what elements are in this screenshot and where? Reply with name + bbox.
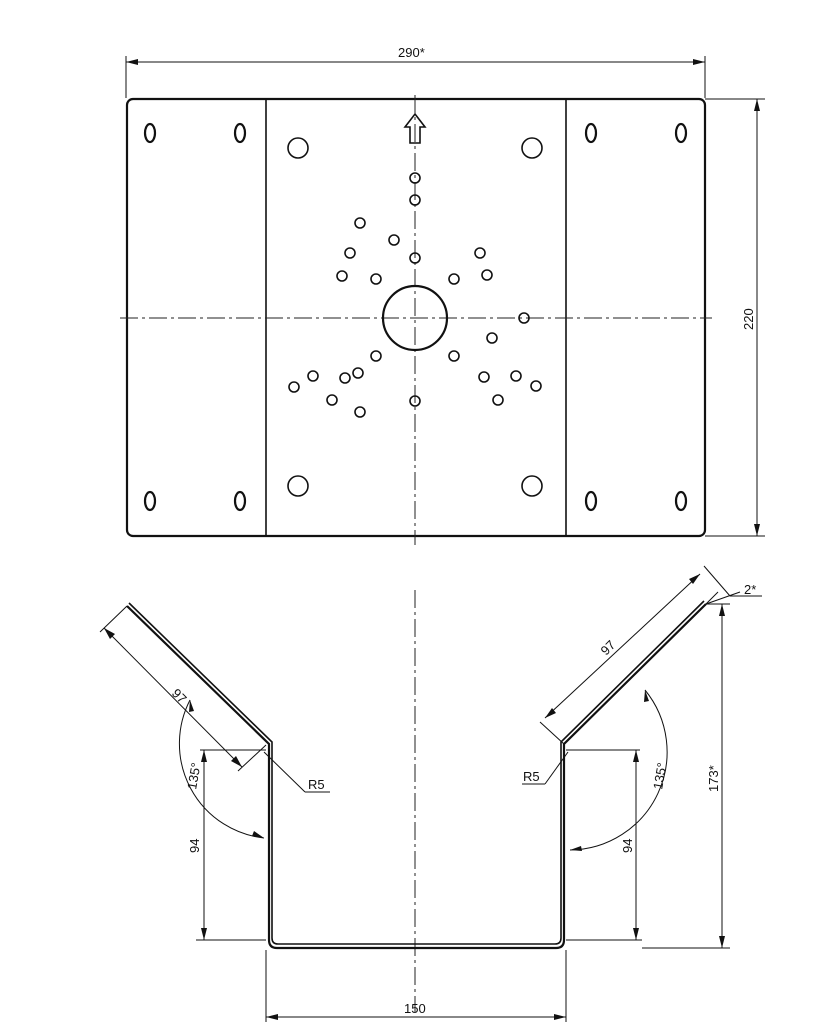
dim-thickness: 2*: [703, 565, 762, 605]
flange-slots: [143, 122, 688, 512]
dim-right-wall: 94: [566, 749, 642, 941]
dimension-height-220: 220: [705, 98, 765, 537]
bracket-profile-outer: [126, 603, 707, 950]
dim-right-radius-label: R5: [523, 769, 540, 784]
small-hole-pattern: [288, 172, 542, 418]
dim-left-flange-label: 97: [169, 686, 190, 707]
dim-left-angle: 135°: [178, 699, 265, 839]
dim-right-angle: 135°: [569, 689, 670, 851]
dim-width-label: 290*: [398, 45, 425, 60]
side-view: 97 97 2* 135°: [99, 565, 762, 1022]
dim-left-angle-label: 135°: [184, 761, 203, 790]
dim-thickness-label: 2*: [744, 582, 756, 597]
dim-left-radius: R5: [263, 751, 330, 793]
dim-left-wall-label: 94: [187, 839, 202, 853]
dimension-width-290: 290*: [125, 45, 706, 98]
top-view: 290* 220: [120, 45, 765, 545]
dim-total-height-label: 173*: [706, 765, 721, 792]
dim-left-wall: 94: [187, 749, 266, 941]
central-hole: [381, 284, 449, 352]
dim-base-width: 150: [265, 950, 567, 1022]
dim-base-width-label: 150: [404, 1001, 426, 1016]
dim-left-radius-label: R5: [308, 777, 325, 792]
mounting-holes-large: [287, 137, 543, 497]
dim-right-wall-label: 94: [620, 839, 635, 853]
direction-arrow-icon: [403, 112, 427, 144]
dim-right-radius: R5: [522, 751, 569, 785]
dim-right-angle-label: 135°: [650, 761, 669, 790]
dim-height-label: 220: [741, 308, 756, 330]
dim-left-flange: 97: [99, 605, 267, 772]
bracket-profile-inner: [128, 600, 705, 945]
dim-right-flange-label: 97: [598, 637, 619, 658]
dim-total-height: 173*: [642, 603, 730, 949]
dim-right-flange: 97: [539, 573, 719, 745]
